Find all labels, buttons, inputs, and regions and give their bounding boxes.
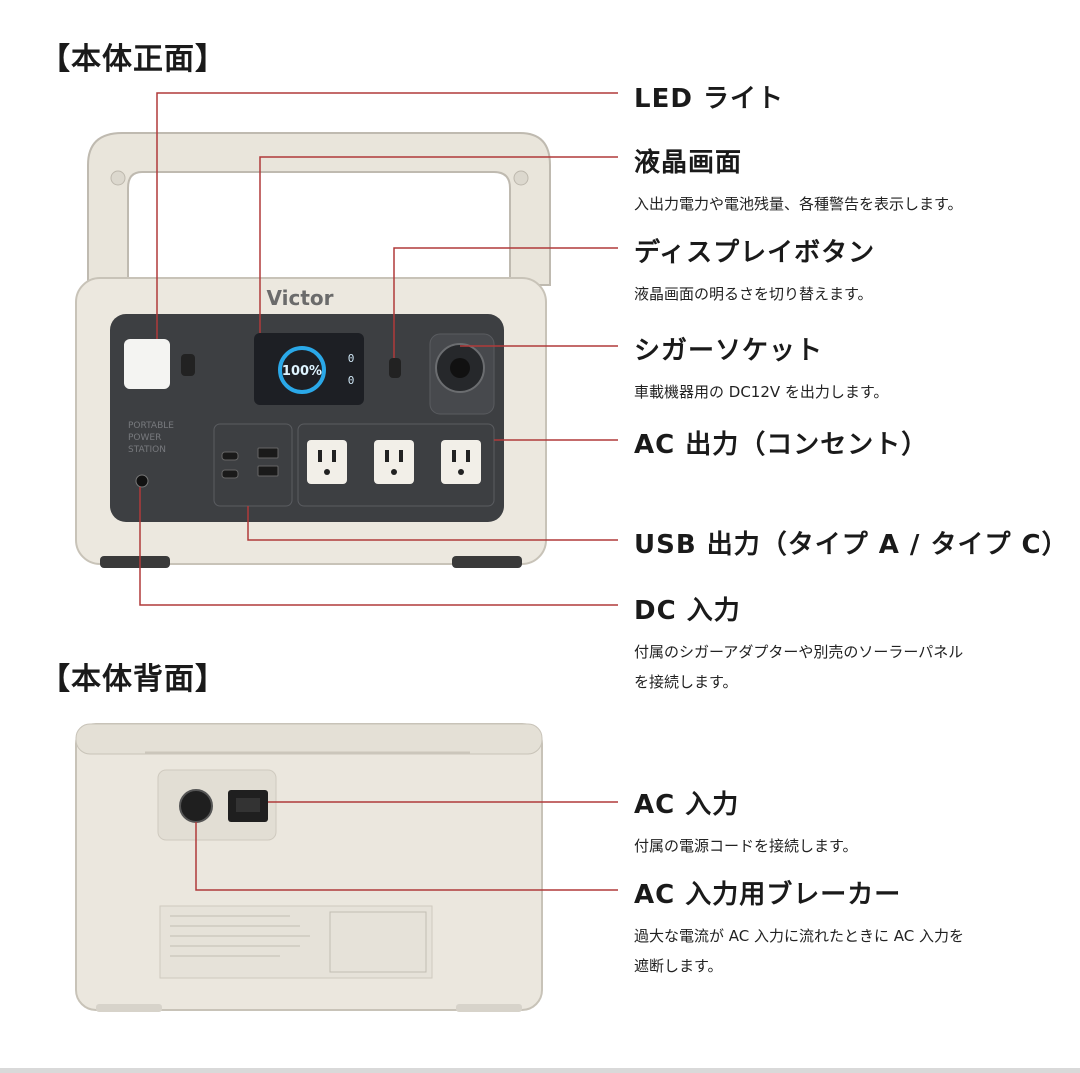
feature-name: USB 出力（タイプ A / タイプ C） — [634, 530, 1069, 560]
feature-desc: 付属の電源コードを接続します。 — [634, 837, 858, 855]
feature-desc: 付属のシガーアダプターや別売のソーラーパネル を接続します。 — [634, 643, 964, 691]
svg-text:0: 0 — [348, 352, 355, 365]
front-section-title: 【本体正面】 — [40, 42, 226, 77]
lcd-screen — [254, 333, 364, 405]
ac-outlet-3 — [441, 440, 481, 484]
bottom-divider — [0, 1068, 1080, 1073]
usb-c-port-2 — [221, 469, 239, 479]
feature-desc: 入出力電力や電池残量、各種警告を表示します。 — [634, 195, 963, 213]
feature-ac-output: AC 出力（コンセント） — [634, 424, 928, 461]
feature-ac-breaker: AC 入力用ブレーカー 過大な電流が AC 入力に流れたときに AC 入力を 遮… — [634, 874, 964, 981]
feature-lcd: 液晶画面 入出力電力や電池残量、各種警告を表示します。 — [634, 142, 963, 219]
svg-text:PORTABLE: PORTABLE — [128, 421, 174, 431]
feature-ac-input: AC 入力 付属の電源コードを接続します。 — [634, 784, 858, 861]
usb-a-port-1 — [257, 447, 279, 459]
feature-display-button: ディスプレイボタン 液晶画面の明るさを切り替えます。 — [634, 232, 875, 309]
ac-outlet-2 — [374, 440, 414, 484]
feature-name: ディスプレイボタン — [634, 238, 876, 268]
back-section-title: 【本体背面】 — [40, 662, 226, 697]
back-device — [75, 723, 543, 1012]
feature-name: DC 入力 — [634, 596, 741, 626]
feature-desc: 過大な電流が AC 入力に流れたときに AC 入力を 遮断します。 — [634, 927, 965, 975]
ac-input-breaker — [179, 789, 213, 823]
leader-dc-input — [139, 487, 618, 606]
svg-text:0: 0 — [348, 374, 355, 387]
front-device: Victor 100% 0 0 PORTABLE POWER STATION — [75, 132, 551, 568]
dc-input-port — [135, 474, 149, 488]
leader-led — [156, 92, 618, 339]
leader-lines — [139, 92, 618, 891]
feature-desc: 車載機器用の DC12V を出力します。 — [634, 383, 889, 401]
svg-text:STATION: STATION — [128, 445, 166, 455]
leader-display-button — [393, 247, 618, 358]
feature-name: 液晶画面 — [634, 148, 743, 178]
feature-dc-input: DC 入力 付属のシガーアダプターや別売のソーラーパネル を接続します。 — [634, 590, 963, 697]
feature-name: シガーソケット — [634, 336, 824, 366]
feature-name: AC 入力 — [634, 790, 740, 820]
leader-breaker — [195, 822, 618, 891]
feature-usb-output: USB 出力（タイプ A / タイプ C） — [634, 524, 1069, 561]
feature-name: AC 入力用ブレーカー — [634, 880, 902, 910]
led-light — [124, 339, 170, 389]
usb-a-port-2 — [257, 465, 279, 477]
display-button — [389, 358, 401, 378]
brand-logo: Victor — [266, 286, 333, 310]
lcd-battery-value: 100% — [282, 364, 322, 379]
leader-lcd — [259, 156, 618, 333]
feature-led-light: LED ライト — [634, 78, 784, 115]
ac-outlet-1 — [307, 440, 347, 484]
usb-c-port-1 — [221, 451, 239, 461]
feature-name: LED ライト — [634, 84, 784, 114]
leader-usb — [247, 506, 618, 541]
feature-cigar-socket: シガーソケット 車載機器用の DC12V を出力します。 — [634, 330, 888, 407]
svg-text:POWER: POWER — [128, 433, 161, 443]
feature-desc: 液晶画面の明るさを切り替えます。 — [634, 285, 873, 303]
feature-name: AC 出力（コンセント） — [634, 430, 929, 460]
